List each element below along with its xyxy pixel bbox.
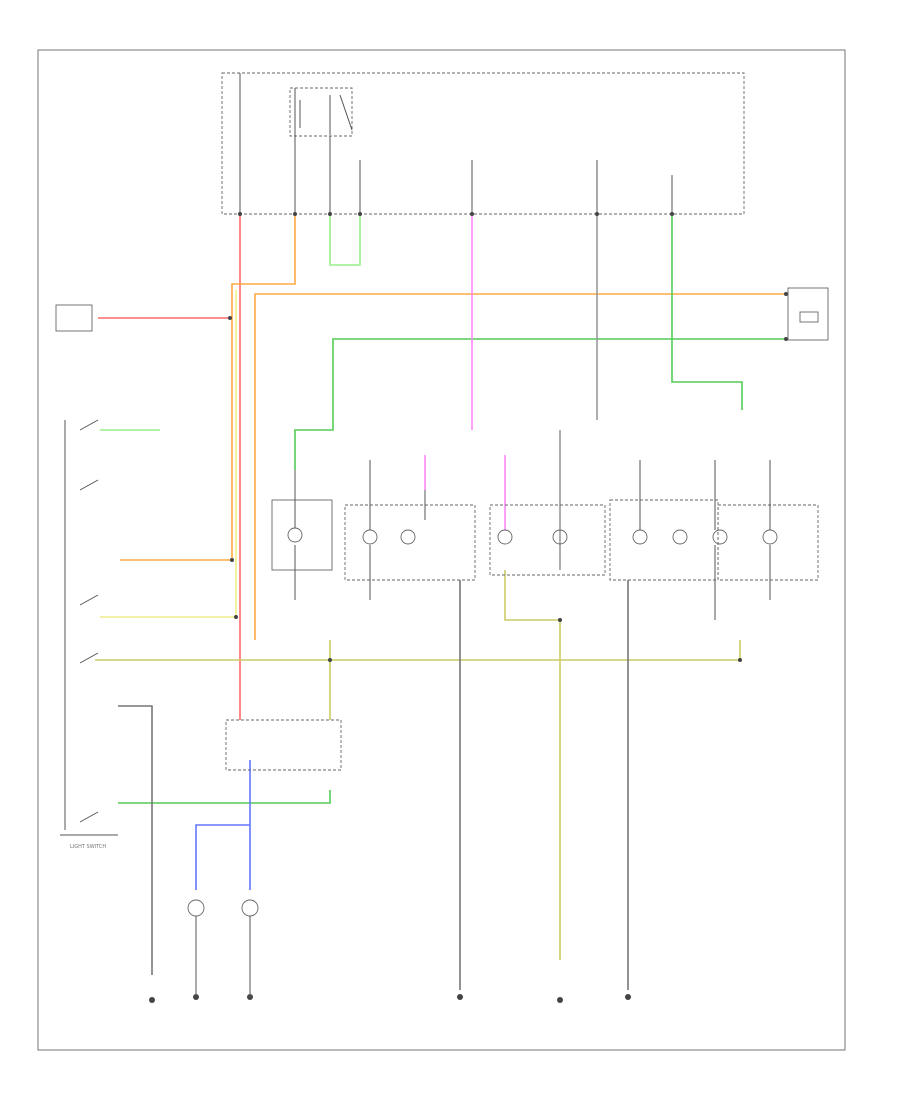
top-module-pins [239, 73, 673, 214]
wire-light-green-top [329, 214, 361, 266]
wire-olive-b [504, 570, 561, 960]
wire-green-main [294, 338, 786, 470]
ground-points [149, 916, 631, 1003]
wire-olive-main [95, 640, 741, 661]
wire-green-right [671, 214, 743, 410]
junction-nodes [228, 212, 788, 662]
wire-yellow [100, 290, 237, 618]
light-switch-label: LIGHT SWITCH [70, 844, 106, 850]
headlamp-relay [289, 87, 353, 137]
diagram-frame [37, 49, 846, 1051]
wire-orange-top [254, 293, 786, 640]
wire-orange [120, 214, 296, 561]
wire-green-bottom [118, 790, 331, 804]
wire-blue [195, 760, 251, 890]
lamp-housings [225, 499, 819, 771]
left-component-box [55, 304, 93, 332]
top-module-box [221, 72, 745, 215]
bulbs [187, 527, 778, 917]
wire-gray-1 [118, 705, 153, 975]
right-component-box [787, 287, 829, 341]
connector-stubs [294, 460, 771, 620]
light-switch-stack [60, 419, 118, 836]
